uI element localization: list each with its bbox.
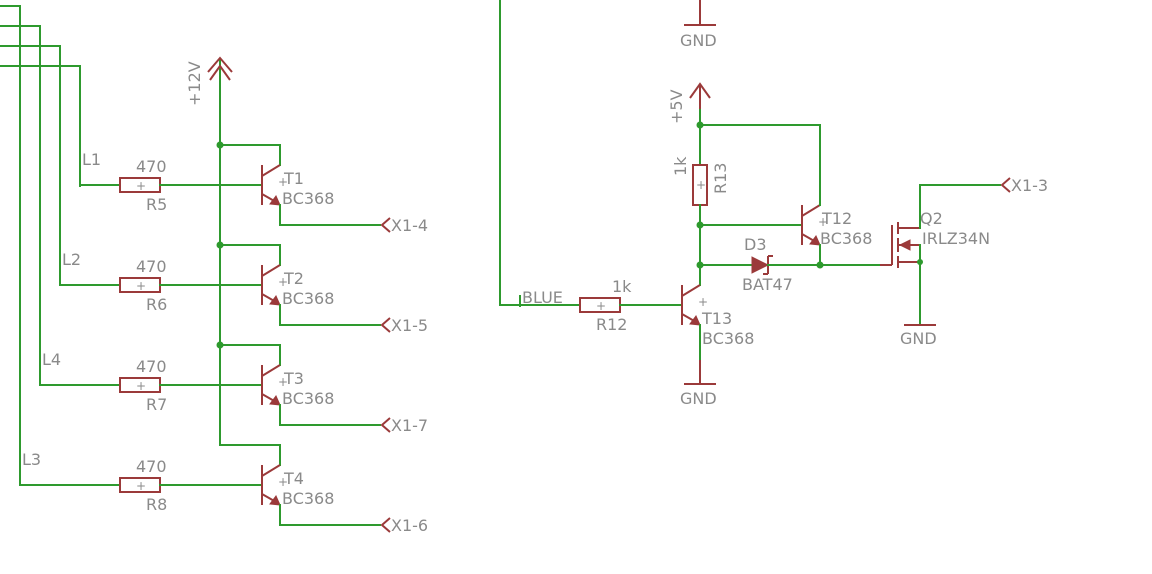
svg-text:+: + bbox=[696, 178, 706, 192]
connector-x1-3: X1-3 bbox=[1011, 176, 1048, 195]
junction-t12-gate bbox=[816, 261, 824, 269]
connector-arrow-x1-3 bbox=[1000, 177, 1011, 193]
t13-name: T13 bbox=[701, 309, 732, 328]
r12-name: R12 bbox=[596, 315, 627, 334]
d3-name: D3 bbox=[744, 235, 767, 254]
r5-value: 470 bbox=[136, 157, 167, 176]
t4-name: T4 bbox=[283, 469, 304, 488]
svg-text:+: + bbox=[596, 299, 606, 313]
r7-name: R7 bbox=[146, 395, 167, 414]
transistor-t12: + bbox=[801, 184, 828, 266]
supply-12v-label: +12V bbox=[185, 61, 204, 106]
resistor-r7: + bbox=[99, 377, 263, 393]
t3-name: T3 bbox=[283, 369, 304, 388]
t3-type: BC368 bbox=[282, 389, 334, 408]
r13-name: R13 bbox=[711, 163, 730, 194]
connector-x1-4: X1-4 bbox=[391, 216, 428, 235]
r8-value: 470 bbox=[136, 457, 167, 476]
supply-12v-rail bbox=[207, 56, 281, 466]
resistor-r8: + bbox=[99, 477, 263, 493]
svg-text:+: + bbox=[136, 279, 146, 293]
resistor-r5: + bbox=[99, 177, 263, 193]
gnd-label-t13: GND bbox=[680, 389, 717, 408]
mosfet-q2 bbox=[880, 184, 1001, 326]
connector-x1-5: X1-5 bbox=[391, 316, 428, 335]
transistor-t2: + bbox=[261, 264, 381, 326]
t1-type: BC368 bbox=[282, 189, 334, 208]
input-bus-wires bbox=[0, 5, 101, 486]
svg-text:+: + bbox=[278, 175, 288, 189]
transistor-t1: + bbox=[261, 164, 381, 226]
junction-r13-d3 bbox=[696, 261, 704, 269]
resistor-r13: + bbox=[692, 164, 803, 286]
connector-arrows-left bbox=[380, 217, 391, 533]
svg-text:+: + bbox=[136, 379, 146, 393]
gnd-label-top: GND bbox=[680, 31, 717, 50]
transistor-t3: + bbox=[261, 364, 381, 426]
t12-name: T12 bbox=[821, 209, 852, 228]
net-label-l3: L3 bbox=[22, 450, 41, 469]
blue-input-wire bbox=[499, 0, 581, 307]
connector-x1-6: X1-6 bbox=[391, 516, 428, 535]
gnd-label-q2: GND bbox=[900, 329, 937, 348]
svg-text:+: + bbox=[278, 375, 288, 389]
svg-text:+: + bbox=[278, 475, 288, 489]
gnd-symbol-top bbox=[684, 0, 716, 26]
resistor-r12: + bbox=[579, 297, 683, 313]
net-label-l1: L1 bbox=[82, 150, 101, 169]
transistor-t13: + bbox=[681, 284, 716, 385]
svg-text:+: + bbox=[818, 215, 828, 229]
t2-name: T2 bbox=[283, 269, 304, 288]
svg-text:+: + bbox=[136, 479, 146, 493]
net-label-ticks bbox=[19, 175, 81, 477]
transistor-t4: + bbox=[261, 464, 381, 526]
t2-type: BC368 bbox=[282, 289, 334, 308]
svg-text:+: + bbox=[278, 275, 288, 289]
svg-text:+: + bbox=[136, 179, 146, 193]
net-label-l2: L2 bbox=[62, 250, 81, 269]
supply-5v-label: +5V bbox=[667, 89, 686, 124]
t1-name: T1 bbox=[283, 169, 304, 188]
d3-type: BAT47 bbox=[742, 275, 793, 294]
junction-q2-source bbox=[917, 259, 923, 265]
r13-value: 1k bbox=[671, 156, 690, 176]
r5-name: R5 bbox=[146, 195, 167, 214]
junction-5v bbox=[696, 121, 704, 129]
r12-value: 1k bbox=[612, 277, 632, 296]
junctions-12v bbox=[216, 141, 224, 349]
diode-d3 bbox=[751, 255, 881, 275]
t4-type: BC368 bbox=[282, 489, 334, 508]
r6-name: R6 bbox=[146, 295, 167, 314]
junction-r13-t12 bbox=[696, 221, 704, 229]
q2-type: IRLZ34N bbox=[922, 229, 990, 248]
t13-type: BC368 bbox=[702, 329, 754, 348]
connector-x1-7: X1-7 bbox=[391, 416, 428, 435]
t12-type: BC368 bbox=[820, 229, 872, 248]
r8-name: R8 bbox=[146, 495, 167, 514]
net-label-l4: L4 bbox=[42, 350, 61, 369]
svg-text:+: + bbox=[698, 295, 708, 309]
r7-value: 470 bbox=[136, 357, 167, 376]
r6-value: 470 bbox=[136, 257, 167, 276]
supply-5v bbox=[689, 82, 821, 186]
net-label-blue: BLUE bbox=[522, 288, 563, 307]
q2-name: Q2 bbox=[920, 209, 943, 228]
resistor-r6: + bbox=[99, 277, 263, 293]
